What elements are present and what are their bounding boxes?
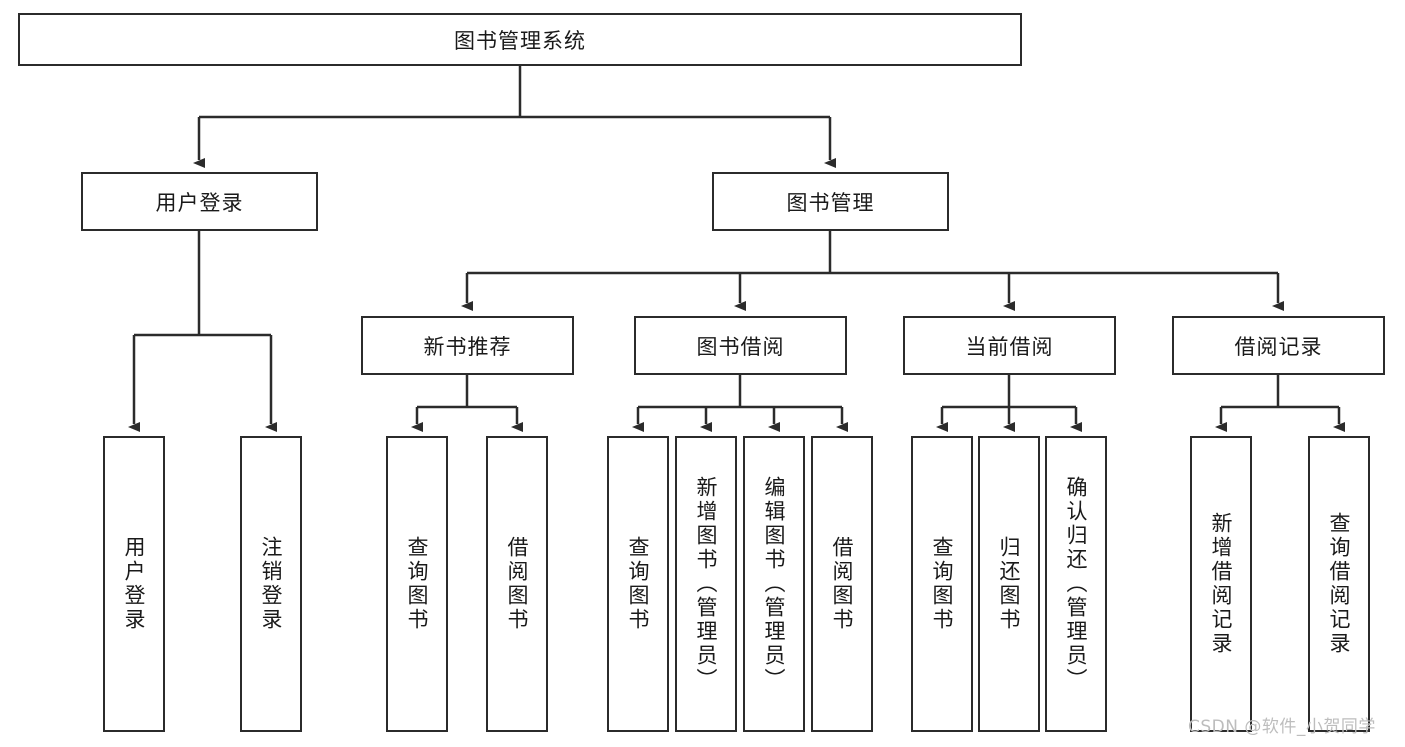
node-book-management[interactable]: 图书管理: [712, 172, 949, 231]
node-label: 确认归还（管理员）: [1064, 476, 1089, 692]
node-label: 用户登录: [122, 536, 147, 632]
leaf-current-return-book[interactable]: 归还图书: [978, 436, 1040, 732]
node-label: 查询图书: [930, 536, 955, 632]
node-label: 查询借阅记录: [1327, 512, 1352, 656]
leaf-record-add-record[interactable]: 新增借阅记录: [1190, 436, 1252, 732]
node-label: 当前借阅: [965, 334, 1054, 359]
node-new-book-recommend[interactable]: 新书推荐: [361, 316, 574, 375]
leaf-new-book-query[interactable]: 查询图书: [386, 436, 448, 732]
node-label: 借阅图书: [830, 536, 855, 632]
node-current-borrow[interactable]: 当前借阅: [903, 316, 1116, 375]
leaf-borrow-edit-book-admin[interactable]: 编辑图书（管理员）: [743, 436, 805, 732]
node-label: 用户登录: [155, 190, 244, 215]
leaf-current-confirm-return-admin[interactable]: 确认归还（管理员）: [1045, 436, 1107, 732]
leaf-current-query-book[interactable]: 查询图书: [911, 436, 973, 732]
node-label: 借阅记录: [1234, 334, 1323, 359]
node-label: 新增借阅记录: [1209, 512, 1234, 656]
node-label: 借阅图书: [505, 536, 530, 632]
leaf-user-login-logout[interactable]: 注销登录: [240, 436, 302, 732]
csdn-watermark: CSDN @软件_小贺同学: [1188, 717, 1376, 737]
node-label: 图书管理系统: [454, 28, 586, 53]
node-label: 编辑图书（管理员）: [762, 476, 787, 692]
node-root-system[interactable]: 图书管理系统: [18, 13, 1022, 66]
node-borrow-record[interactable]: 借阅记录: [1172, 316, 1385, 375]
node-label: 查询图书: [405, 536, 430, 632]
leaf-borrow-query-book[interactable]: 查询图书: [607, 436, 669, 732]
leaf-record-query-record[interactable]: 查询借阅记录: [1308, 436, 1370, 732]
leaf-borrow-borrow-book[interactable]: 借阅图书: [811, 436, 873, 732]
node-label: 新增图书（管理员）: [694, 476, 719, 692]
leaf-user-login-login[interactable]: 用户登录: [103, 436, 165, 732]
node-user-login[interactable]: 用户登录: [81, 172, 318, 231]
leaf-borrow-add-book-admin[interactable]: 新增图书（管理员）: [675, 436, 737, 732]
node-label: 图书管理: [786, 190, 875, 215]
node-label: 查询图书: [626, 536, 651, 632]
node-book-borrow[interactable]: 图书借阅: [634, 316, 847, 375]
leaf-new-book-borrow[interactable]: 借阅图书: [486, 436, 548, 732]
node-label: 新书推荐: [423, 334, 512, 359]
node-label: 归还图书: [997, 536, 1022, 632]
node-label: 图书借阅: [696, 334, 785, 359]
node-label: 注销登录: [259, 536, 284, 632]
